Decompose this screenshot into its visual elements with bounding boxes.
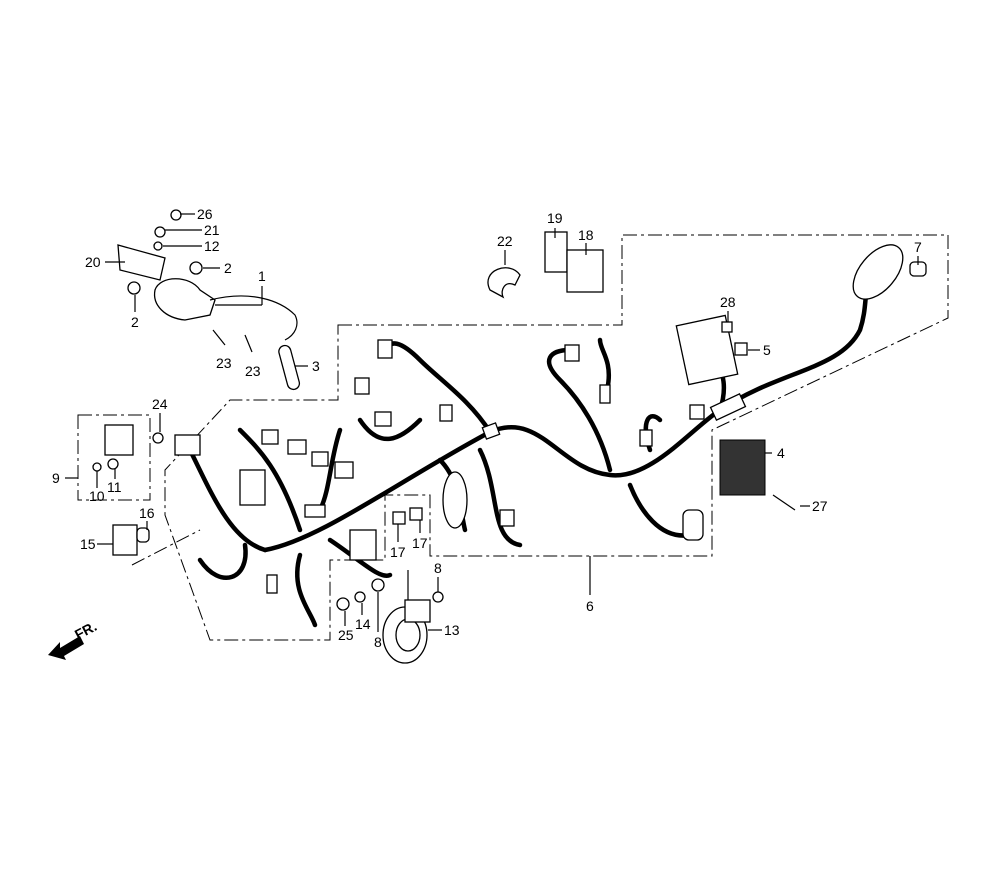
callout-9: 9 [52,470,60,486]
callout-15: 15 [80,536,96,552]
callout-25: 25 [338,627,354,643]
front-direction-arrow-icon: FR. [48,618,99,660]
callout-14: 14 [355,616,371,632]
callout-23a: 23 [216,355,232,371]
connectors [174,244,904,594]
leader-lines [65,213,919,632]
callout-24: 24 [152,396,168,412]
callout-23b: 23 [245,363,261,379]
callout-20: 20 [85,254,101,270]
callout-10: 10 [89,488,105,504]
callout-16: 16 [139,505,155,521]
callout-2b: 2 [131,314,139,330]
callout-28: 28 [720,294,736,310]
switch-group-outline [77,414,151,501]
callout-6: 6 [586,598,594,614]
ignition-switch [117,209,301,391]
harness-group-outline [164,234,949,641]
callout-26: 26 [197,206,213,222]
callout-17b: 17 [412,535,428,551]
callout-22: 22 [497,233,513,249]
callout-21: 21 [204,222,220,238]
callout-17a: 17 [390,544,406,560]
callout-3: 3 [312,358,320,374]
callout-1: 1 [258,268,266,284]
callout-8b: 8 [374,634,382,650]
misc-parts [92,231,927,664]
callout-18: 18 [578,227,594,243]
callout-8a: 8 [434,560,442,576]
callout-12: 12 [204,238,220,254]
callout-labels: 26 21 12 20 2 1 2 23 23 3 22 19 18 7 28 … [52,206,922,650]
callout-4: 4 [777,445,785,461]
callout-7: 7 [914,239,922,255]
callout-5: 5 [763,342,771,358]
callout-2a: 2 [224,260,232,276]
callout-13: 13 [444,622,460,638]
part15-group-line [131,529,201,566]
callout-19: 19 [547,210,563,226]
callout-27: 27 [812,498,828,514]
callout-11: 11 [107,479,122,495]
